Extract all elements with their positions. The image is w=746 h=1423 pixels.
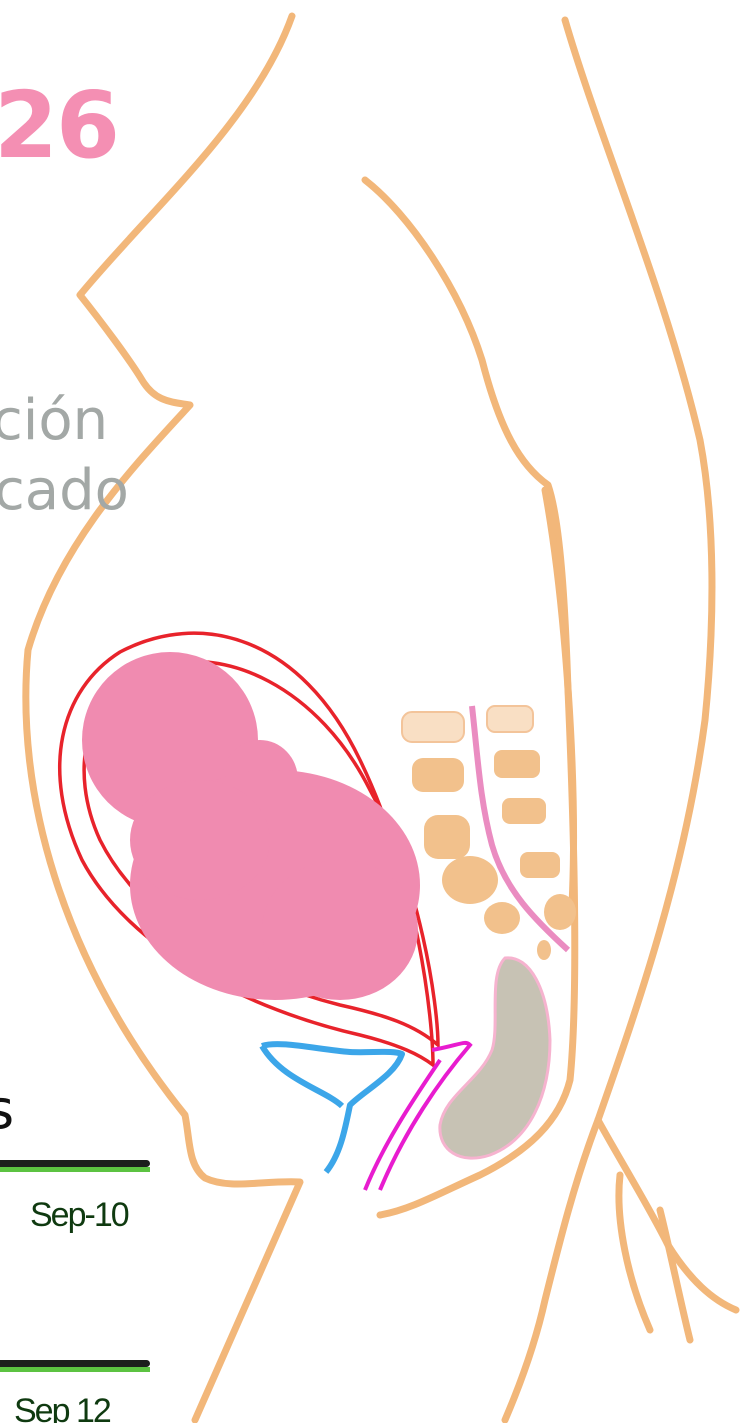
section-heading: s (0, 1078, 14, 1141)
subtitle-line-1: ción (0, 388, 108, 453)
week-number: 26 (0, 72, 118, 179)
timeline-bar-1 (0, 1160, 150, 1172)
rectum (440, 958, 550, 1158)
timeline-bar-2 (0, 1360, 150, 1372)
fetus (82, 652, 420, 1000)
date-label-2: Sep 12 (14, 1392, 110, 1423)
date-label-1: Sep-10 (30, 1196, 128, 1235)
subtitle-line-2: cado (0, 458, 129, 523)
